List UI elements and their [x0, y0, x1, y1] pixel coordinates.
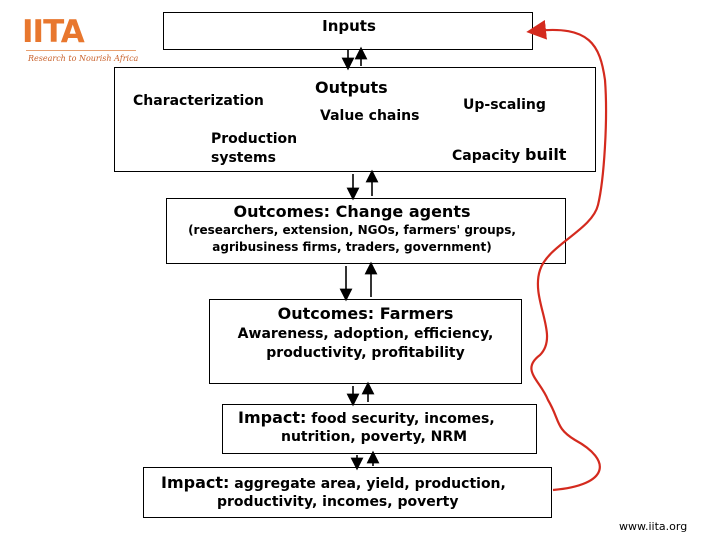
farmers-title: Outcomes: Farmers [277, 304, 454, 323]
change-agents-line1: (researchers, extension, NGOs, farmers' … [188, 223, 516, 237]
inputs-outputs-arrows [341, 46, 368, 71]
outputs-title: Outputs [315, 78, 388, 97]
logo-divider [26, 50, 136, 51]
impact-aggregate-box [143, 467, 552, 518]
feedback-curve [526, 19, 608, 492]
impact-food-security-box [222, 404, 537, 454]
impact-food-security-line2: nutrition, poverty, NRM [281, 429, 468, 445]
iita-logo: IITA Research to Nourish Africa [18, 14, 138, 70]
systems-label: systems [211, 150, 276, 166]
logo-tagline: Research to Nourish Africa [28, 54, 139, 63]
farmers-line2: productivity, profitability [266, 345, 465, 361]
impact-label: Impact: [161, 473, 230, 492]
impact-impact-arrows [350, 450, 380, 471]
outputs-box [114, 67, 596, 172]
change-agents-box [166, 198, 566, 264]
footer-url: www.iita.org [619, 520, 688, 533]
upscaling-label: Up-scaling [463, 97, 546, 113]
inputs-box: Inputs [163, 12, 533, 50]
impact-food-security-line1: Impact: food security, incomes, [238, 408, 495, 427]
farmers-line1: Awareness, adoption, efficiency, [237, 326, 494, 342]
change-agents-title: Outcomes: Change agents [233, 202, 471, 221]
outputs-agents-arrows [346, 169, 379, 201]
feedback-loop-arrow [526, 19, 608, 492]
impact-label: Impact: [238, 408, 307, 427]
logo-wordmark: IITA [22, 14, 85, 50]
change-agents-line2: agribusiness firms, traders, government) [212, 240, 492, 254]
impact-aggregate-line1: Impact: aggregate area, yield, productio… [161, 473, 506, 492]
built-word: built [524, 145, 567, 164]
capacity-word: Capacity [452, 148, 521, 164]
characterization-label: Characterization [133, 93, 264, 109]
impact-food-security-text: food security, incomes, [311, 411, 495, 427]
impact-aggregate-text: aggregate area, yield, production, [234, 476, 506, 492]
farmers-box [209, 299, 522, 384]
value-chains-label: Value chains [320, 108, 420, 124]
impact-aggregate-line2: productivity, incomes, poverty [217, 494, 459, 510]
agents-farmers-arrows [339, 261, 378, 302]
capacity-label: Capacity built [452, 145, 566, 164]
inputs-title: Inputs [322, 17, 376, 35]
farmers-impact-arrows [346, 381, 375, 407]
production-label: Production [211, 131, 298, 147]
